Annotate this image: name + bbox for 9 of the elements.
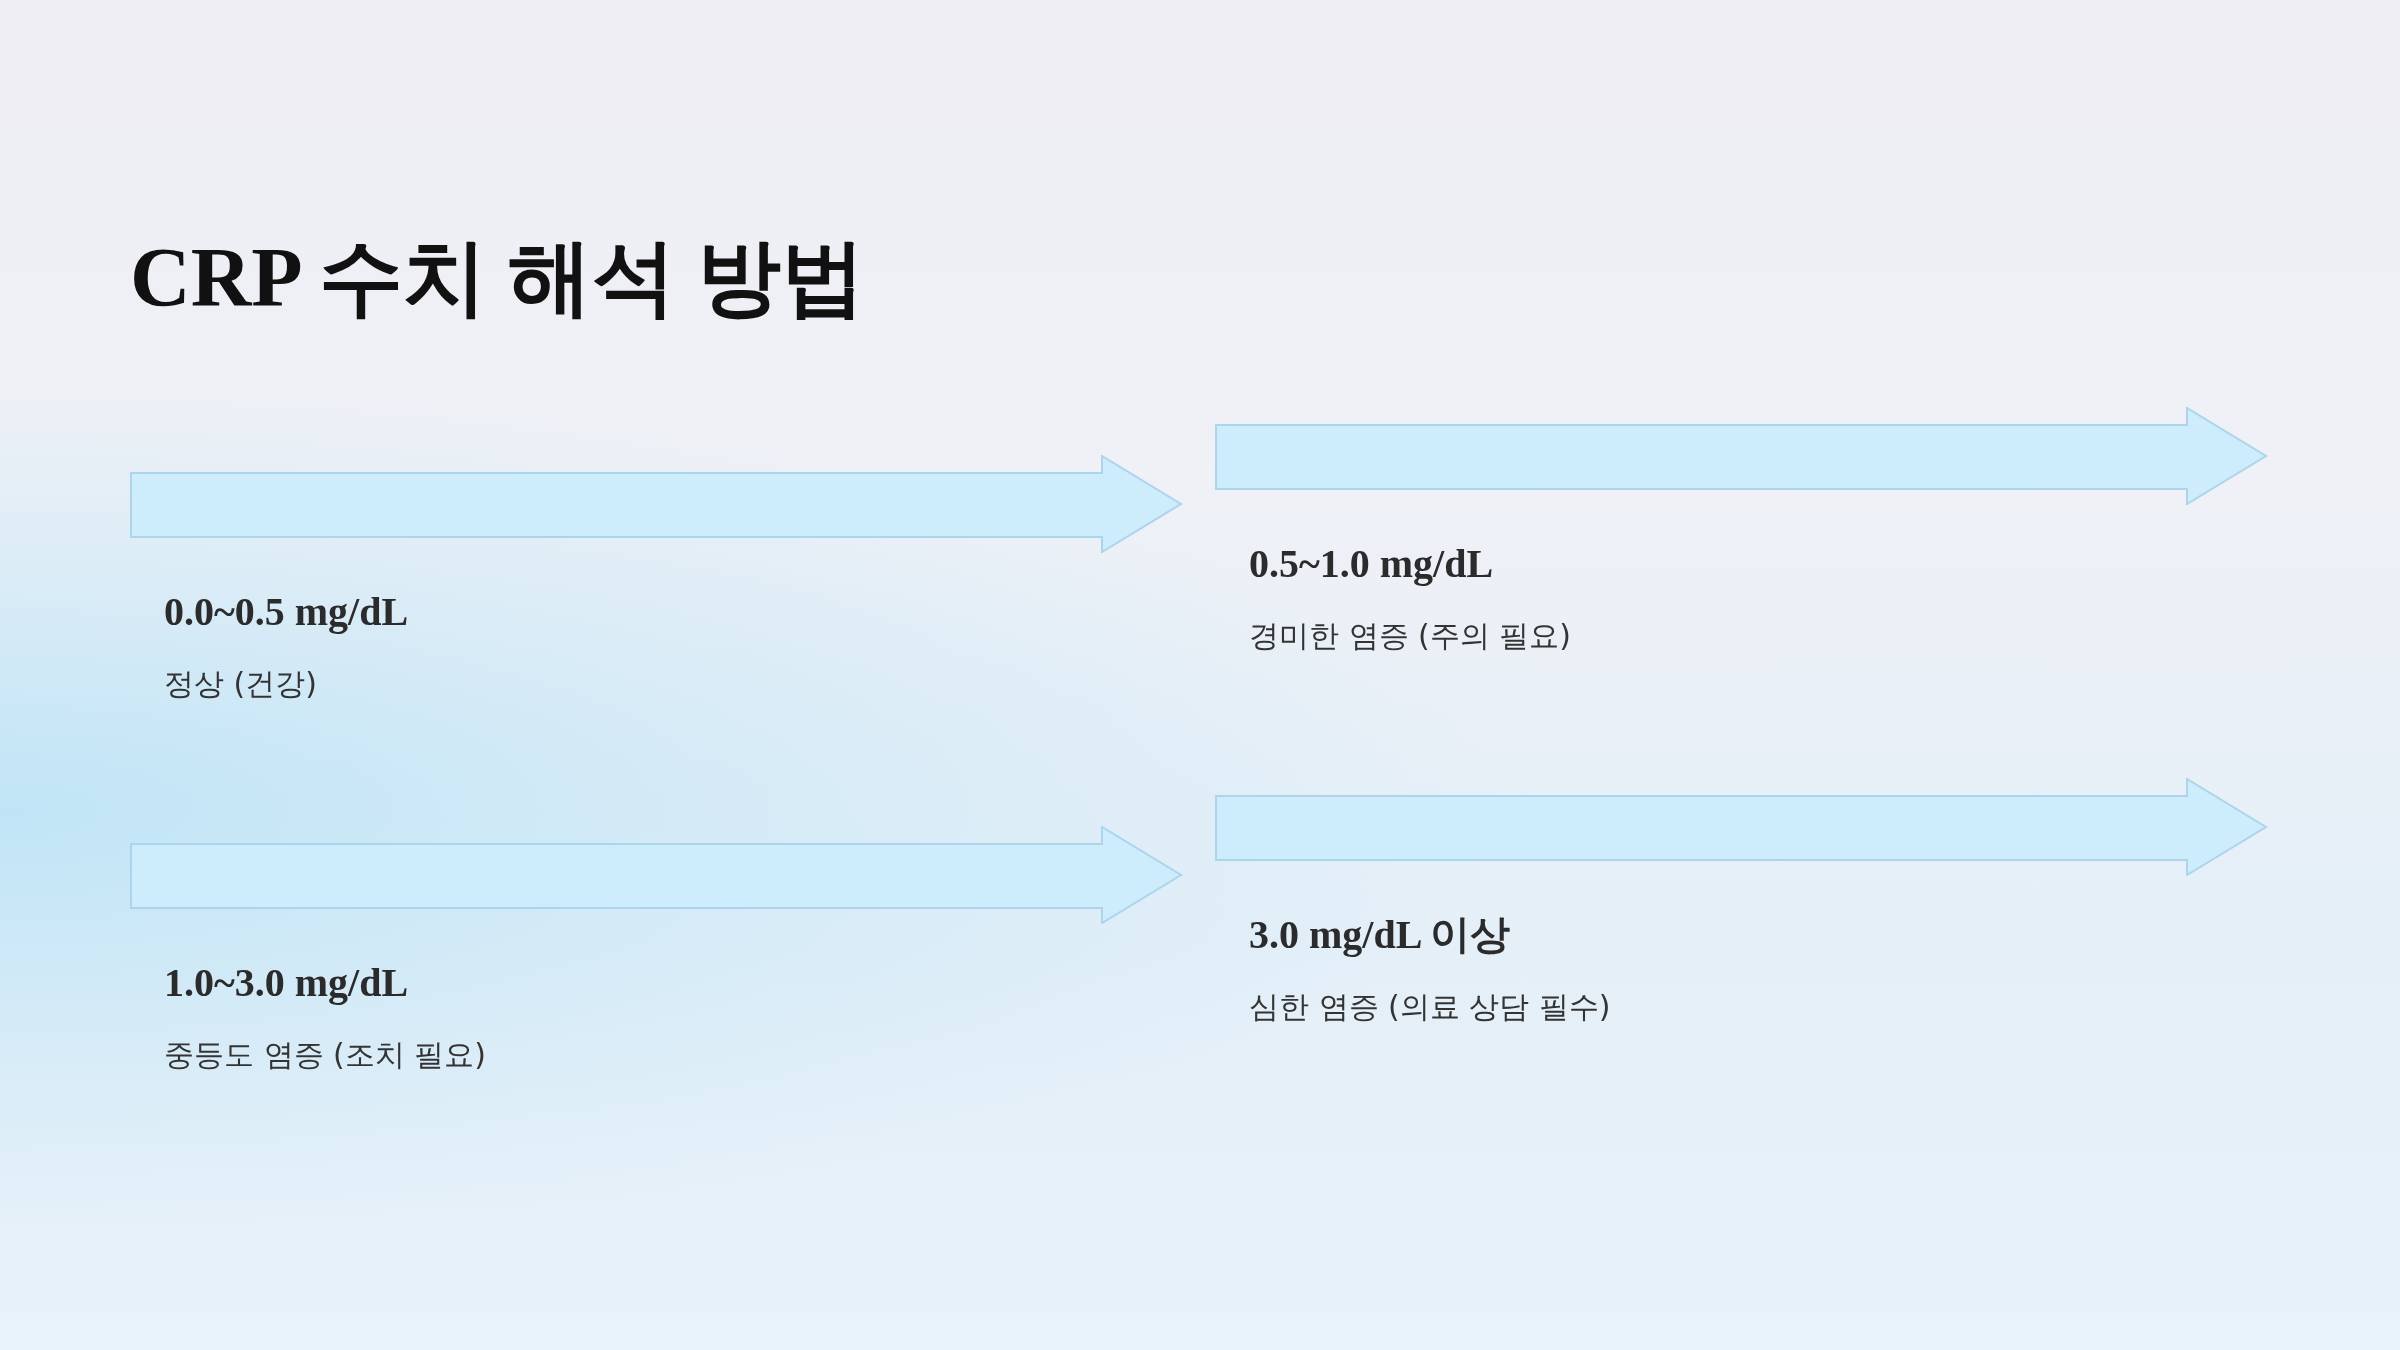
slide-title: CRP 수치 해석 방법 <box>130 230 865 326</box>
description-text: 경미한 염증 (주의 필요) <box>1249 617 1572 655</box>
description-text: 중등도 염증 (조치 필요) <box>164 1036 487 1074</box>
range-heading: 0.0~0.5 mg/dL <box>164 588 409 636</box>
range-heading: 1.0~3.0 mg/dL <box>164 959 409 1007</box>
description-text: 심한 염증 (의료 상담 필수) <box>1249 988 1611 1026</box>
description-text: 정상 (건강) <box>164 665 317 703</box>
range-heading: 3.0 mg/dL 이상 <box>1249 911 1511 959</box>
range-heading: 0.5~1.0 mg/dL <box>1249 540 1494 588</box>
